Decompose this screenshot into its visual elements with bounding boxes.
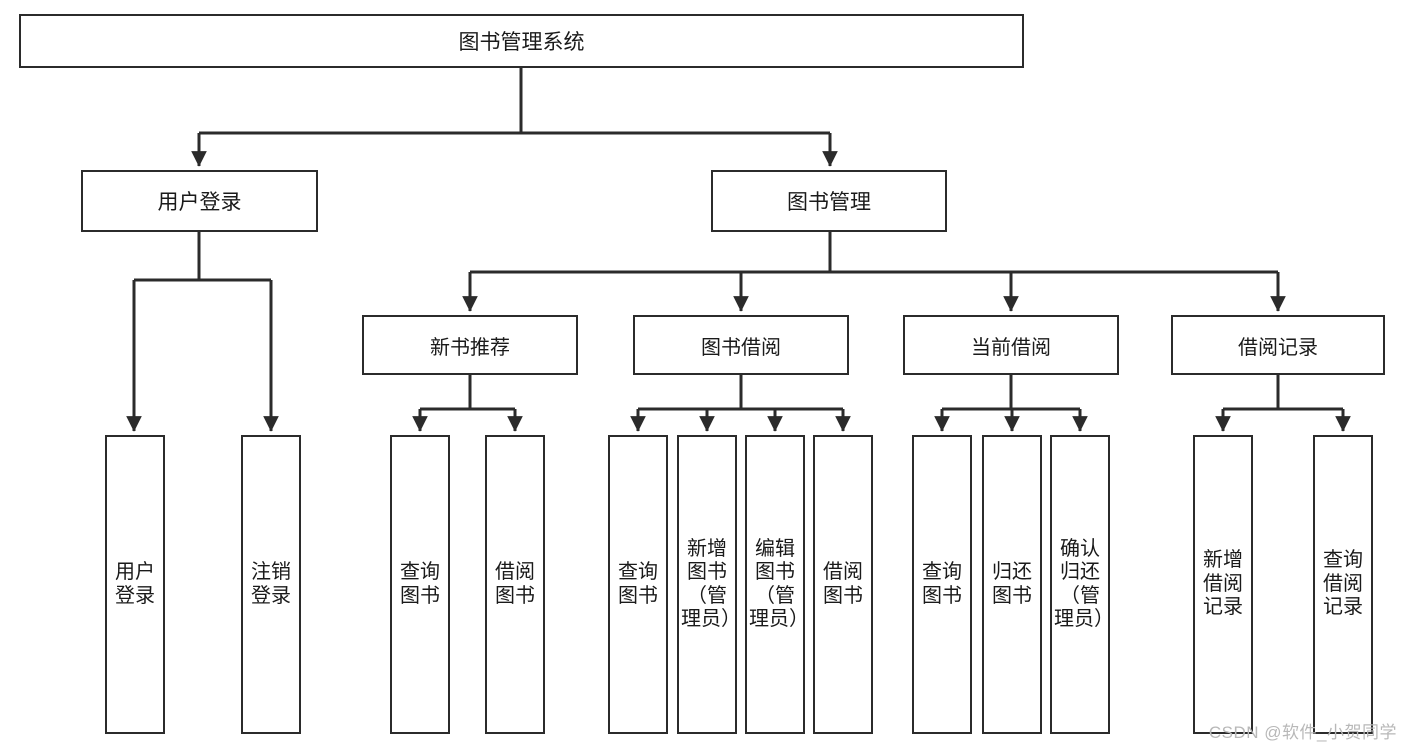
node-new-book-recommend-label: 新书推荐 [430,336,510,359]
node-leaf-query-book-recommend[interactable]: 查询图书 [390,435,450,734]
node-leaf-add-book[interactable]: 新增图书（管理员） [677,435,741,734]
node-leaf-query-book-recommend-label: 查询图书 [400,561,440,607]
node-root[interactable]: 图书管理系统 [19,14,1024,68]
node-leaf-borrow-book-recommend-label: 借阅图书 [495,561,535,607]
node-leaf-return-book[interactable]: 归还图书 [982,435,1042,734]
csdn-watermark: CSDN @软件_小贺同学 [1208,723,1397,742]
node-leaf-confirm-return[interactable]: 确认归还（管理员） [1050,435,1114,734]
node-book-borrow[interactable]: 图书借阅 [633,315,849,375]
node-user-login[interactable]: 用户登录 [81,170,318,232]
node-root-label: 图书管理系统 [458,31,585,54]
node-leaf-add-borrow-record-label: 新增借阅记录 [1203,549,1243,619]
node-leaf-query-borrow-record[interactable]: 查询借阅记录 [1313,435,1373,734]
node-leaf-user-login-label: 用户登录 [115,561,155,607]
node-leaf-query-borrow-record-label: 查询借阅记录 [1323,549,1363,619]
node-leaf-query-book-current-label: 查询图书 [922,561,962,607]
node-leaf-add-borrow-record[interactable]: 新增借阅记录 [1193,435,1253,734]
node-leaf-query-book-borrow[interactable]: 查询图书 [608,435,668,734]
node-borrow-record[interactable]: 借阅记录 [1171,315,1385,375]
node-current-borrow-label: 当前借阅 [971,336,1051,359]
node-book-manage[interactable]: 图书管理 [711,170,947,232]
node-leaf-return-book-label: 归还图书 [992,561,1032,607]
node-leaf-query-book-borrow-label: 查询图书 [618,561,658,607]
node-leaf-add-book-label: 新增图书（管理员） [681,537,741,630]
node-leaf-edit-book[interactable]: 编辑图书（管理员） [745,435,809,734]
node-current-borrow[interactable]: 当前借阅 [903,315,1119,375]
node-leaf-edit-book-label: 编辑图书（管理员） [749,537,809,630]
node-leaf-user-login[interactable]: 用户登录 [105,435,165,734]
node-book-borrow-label: 图书借阅 [701,336,781,359]
node-leaf-logout[interactable]: 注销登录 [241,435,301,734]
node-leaf-borrow-book-label: 借阅图书 [823,561,863,607]
node-new-book-recommend[interactable]: 新书推荐 [362,315,578,375]
node-leaf-query-book-current[interactable]: 查询图书 [912,435,972,734]
node-user-login-label: 用户登录 [157,191,242,214]
node-leaf-logout-label: 注销登录 [251,561,291,607]
node-leaf-confirm-return-label: 确认归还（管理员） [1054,537,1114,630]
node-leaf-borrow-book-recommend[interactable]: 借阅图书 [485,435,545,734]
node-borrow-record-label: 借阅记录 [1238,336,1318,359]
node-book-manage-label: 图书管理 [787,191,871,214]
node-leaf-borrow-book[interactable]: 借阅图书 [813,435,873,734]
